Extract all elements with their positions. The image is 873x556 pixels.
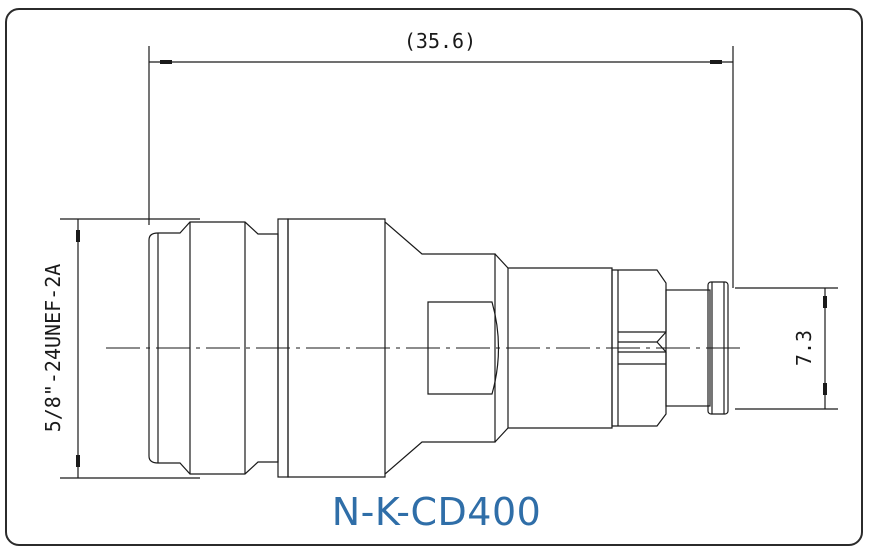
pin-dimension: 7.3 bbox=[735, 287, 838, 410]
length-dim-label: (35.6) bbox=[404, 29, 476, 53]
pin-dim-label: 7.3 bbox=[792, 330, 816, 366]
model-name: N-K-CD400 bbox=[331, 490, 542, 534]
thread-dimension: 5/8"-24UNEF-2A bbox=[41, 218, 200, 479]
drawing-frame bbox=[5, 8, 863, 546]
length-dimension: (35.6) bbox=[148, 29, 734, 288]
thread-dim-label: 5/8"-24UNEF-2A bbox=[41, 264, 65, 433]
